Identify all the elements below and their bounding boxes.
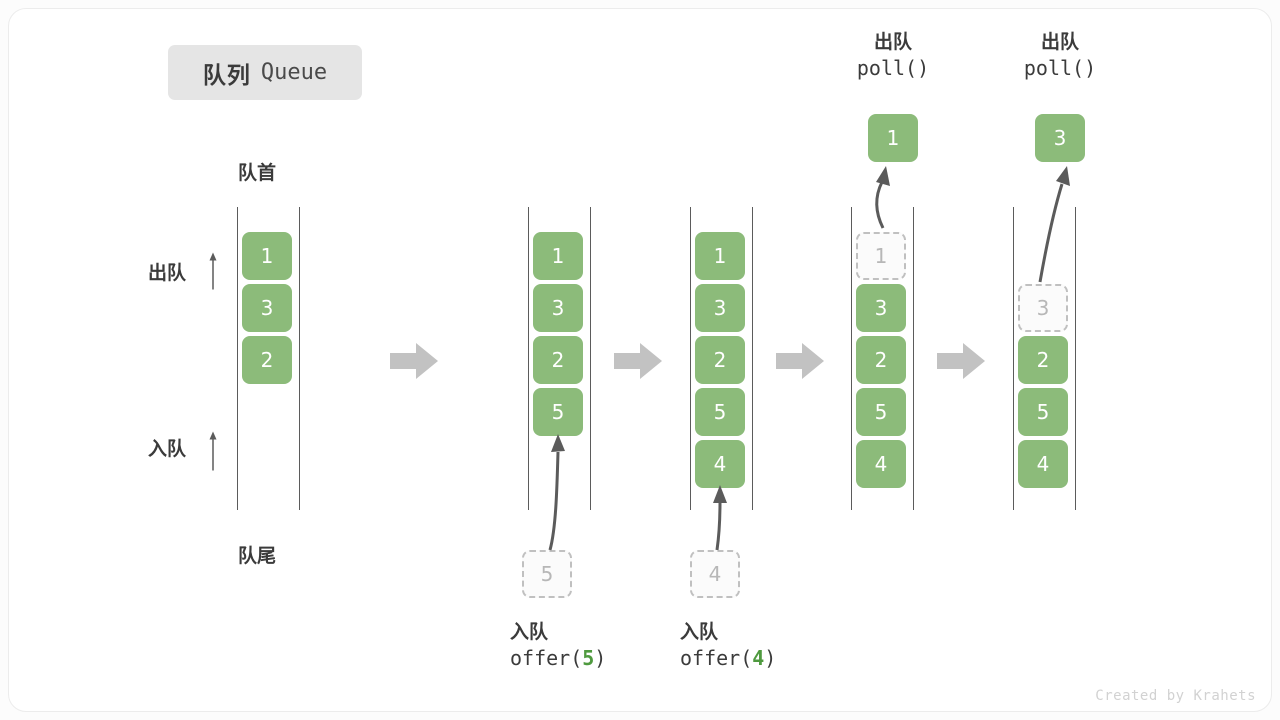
cell-value: 5 <box>1036 400 1050 424</box>
cell-value: 2 <box>874 348 888 372</box>
cell-value: 1 <box>886 126 900 150</box>
cell-value: 4 <box>1036 452 1050 476</box>
offer-5-code-value: 5 <box>582 646 595 671</box>
cell-value: 4 <box>713 452 727 476</box>
step-arrow-icon <box>937 343 985 379</box>
offer-4-arrow-icon <box>713 485 727 551</box>
poll-1-result-cell: 1 <box>868 114 918 162</box>
offer-4-code-suffix: ) <box>764 646 777 671</box>
cell-value: 3 <box>260 296 274 320</box>
queue-rail-left <box>851 207 852 510</box>
poll-3-label: 出队 poll() <box>985 30 1135 81</box>
cell-value: 5 <box>540 562 554 586</box>
credit-text: Created by Krahets <box>1095 688 1256 704</box>
queue-rail-left <box>237 207 238 510</box>
queue-rail-right <box>590 207 591 510</box>
cell-value: 3 <box>551 296 565 320</box>
queue-cell: 4 <box>856 440 906 488</box>
cell-value: 3 <box>874 296 888 320</box>
title-english: Queue <box>260 60 328 85</box>
cell-value: 5 <box>713 400 727 424</box>
poll-3-label-cn: 出队 <box>1040 32 1079 53</box>
queue-rail-right <box>913 207 914 510</box>
queue-cell: 1 <box>533 232 583 280</box>
queue-cell: 2 <box>1018 336 1068 384</box>
diagram-title-chip: 队列 Queue <box>168 45 362 100</box>
cell-value: 2 <box>551 348 565 372</box>
queue-cell: 4 <box>695 440 745 488</box>
cell-value: 5 <box>551 400 565 424</box>
queue-cell-ghost: 3 <box>1018 284 1068 332</box>
cell-value: 4 <box>708 562 722 586</box>
queue-cell: 3 <box>533 284 583 332</box>
offer-5-arrow-icon <box>548 434 565 551</box>
queue-cell: 5 <box>695 388 745 436</box>
cell-value: 1 <box>874 244 888 268</box>
queue-rail-right <box>752 207 753 510</box>
queue-cell: 5 <box>856 388 906 436</box>
offer-5-label-code: offer(5) <box>510 645 700 672</box>
queue-cell: 2 <box>856 336 906 384</box>
queue-cell: 5 <box>533 388 583 436</box>
queue-cell: 2 <box>242 336 292 384</box>
poll-1-arrow-icon <box>875 166 890 229</box>
queue-head-label: 队首 <box>238 163 277 184</box>
cell-value: 1 <box>551 244 565 268</box>
queue-rail-left <box>528 207 529 510</box>
cell-value: 3 <box>1053 126 1067 150</box>
step-arrow-icon <box>390 343 438 379</box>
dequeue-side-label: 出队 <box>148 263 187 284</box>
queue-cell: 1 <box>695 232 745 280</box>
poll-3-result-cell: 3 <box>1035 114 1085 162</box>
poll-1-label: 出队 poll() <box>818 30 968 81</box>
cell-value: 2 <box>260 348 274 372</box>
cell-value: 1 <box>713 244 727 268</box>
step-arrow-icon <box>776 343 824 379</box>
offer-5-label-cn: 入队 <box>510 622 549 643</box>
queue-cell: 3 <box>856 284 906 332</box>
offer-4-label-code: offer(4) <box>680 645 870 672</box>
queue-cell: 3 <box>242 284 292 332</box>
poll-1-label-code: poll() <box>856 56 930 81</box>
step-arrow-icon <box>614 343 662 379</box>
enqueue-side-label: 入队 <box>148 439 187 460</box>
dequeue-up-arrow-icon <box>209 252 217 290</box>
poll-3-label-code: poll() <box>1023 56 1097 81</box>
title-chinese: 队列 <box>202 61 251 88</box>
offer-4-code-prefix: offer( <box>680 646 753 671</box>
queue-tail-label: 队尾 <box>238 546 277 567</box>
enqueue-up-arrow-icon <box>209 431 217 471</box>
cell-value: 5 <box>874 400 888 424</box>
offer-4-code-value: 4 <box>752 646 765 671</box>
offer-5-label: 入队 offer(5) <box>510 620 700 672</box>
queue-rail-right <box>299 207 300 510</box>
queue-cell: 4 <box>1018 440 1068 488</box>
queue-rail-left <box>690 207 691 510</box>
cell-value: 3 <box>713 296 727 320</box>
cell-value: 2 <box>713 348 727 372</box>
offer-5-code-prefix: offer( <box>510 646 583 671</box>
queue-cell: 2 <box>533 336 583 384</box>
queue-cell: 5 <box>1018 388 1068 436</box>
offer-4-label: 入队 offer(4) <box>680 620 870 672</box>
cell-value: 2 <box>1036 348 1050 372</box>
offer-4-label-cn: 入队 <box>680 622 719 643</box>
queue-rail-right <box>1075 207 1076 510</box>
poll-1-label-cn: 出队 <box>873 32 912 53</box>
queue-rail-left <box>1013 207 1014 510</box>
queue-cell: 3 <box>695 284 745 332</box>
offer-5-ghost-cell: 5 <box>522 550 572 598</box>
poll-3-arrow-icon <box>1038 166 1070 283</box>
cell-value: 3 <box>1036 296 1050 320</box>
cell-value: 1 <box>260 244 274 268</box>
queue-cell: 1 <box>242 232 292 280</box>
queue-cell: 2 <box>695 336 745 384</box>
cell-value: 4 <box>874 452 888 476</box>
offer-4-ghost-cell: 4 <box>690 550 740 598</box>
queue-cell-ghost: 1 <box>856 232 906 280</box>
offer-5-code-suffix: ) <box>594 646 607 671</box>
